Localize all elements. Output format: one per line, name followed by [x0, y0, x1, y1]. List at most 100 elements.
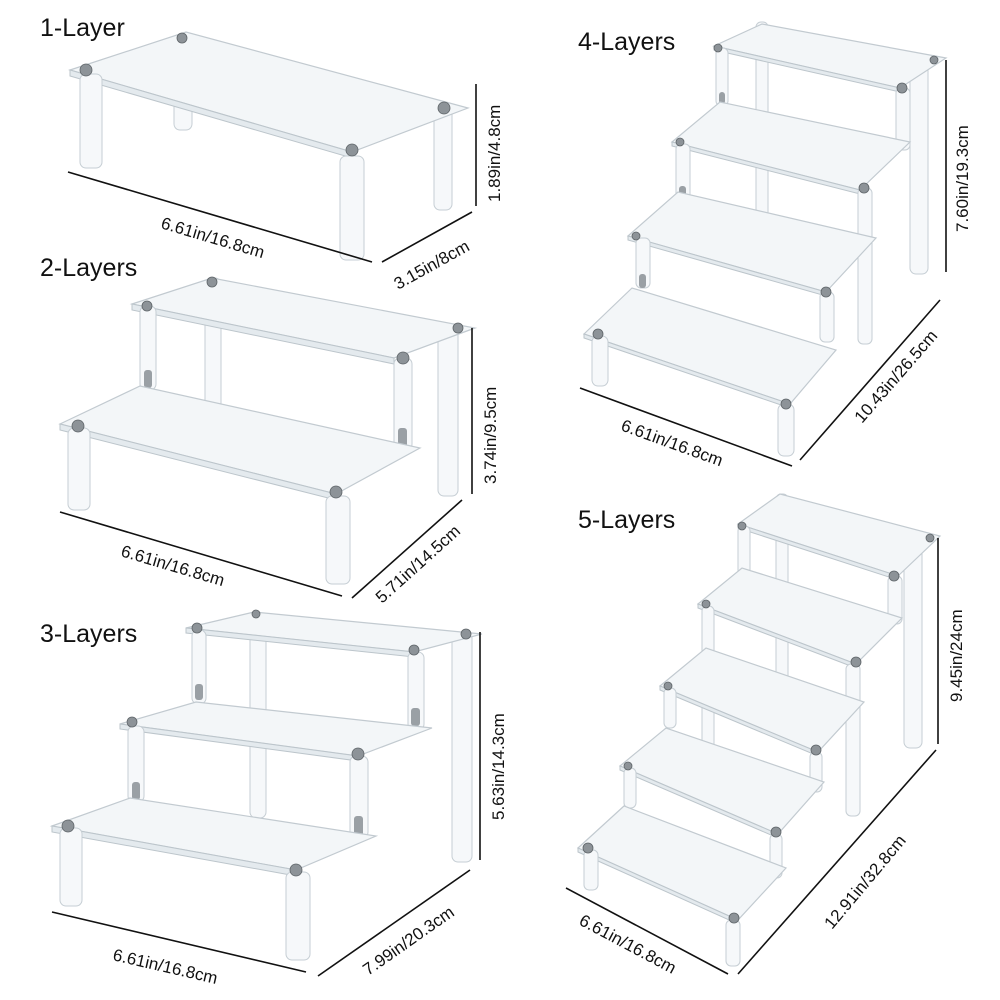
- screw-icon: [176, 32, 188, 44]
- screw-icon: [351, 747, 365, 761]
- screw-icon: [713, 43, 723, 53]
- screw-icon: [61, 819, 75, 833]
- screw-icon: [251, 609, 261, 619]
- sleeve: [411, 708, 420, 726]
- sleeve: [639, 274, 646, 288]
- screw-icon: [888, 570, 900, 582]
- screw-icon: [728, 912, 740, 924]
- screw-icon: [141, 300, 153, 312]
- screw-icon: [623, 761, 633, 771]
- dimension-line-width: [67, 171, 373, 263]
- stand-2-layers: [58, 276, 478, 585]
- dim-height-2-layers: 3.74in/9.5cm: [481, 387, 500, 484]
- panel-4-layers: 4-Layers: [578, 21, 972, 470]
- leg: [285, 871, 311, 961]
- leg: [777, 403, 795, 457]
- leg: [451, 631, 473, 863]
- screw-icon: [191, 622, 203, 634]
- leg: [437, 325, 459, 497]
- leg: [845, 663, 861, 817]
- screw-icon: [437, 101, 451, 115]
- dim-height-1-layer: 1.89in/4.8cm: [485, 105, 504, 202]
- leg: [339, 155, 365, 261]
- leg: [591, 335, 609, 387]
- dimension-line-width: [565, 887, 729, 975]
- dim-height-3-layers: 5.63in/14.3cm: [489, 713, 508, 820]
- dimension-line-width: [59, 511, 343, 597]
- screw-icon: [850, 656, 862, 668]
- screw-icon: [820, 286, 832, 298]
- dimension-line-depth: [799, 299, 941, 461]
- shelf-board: [626, 191, 878, 293]
- screw-icon: [79, 63, 93, 77]
- dim-height-4-layers: 7.60in/19.3cm: [953, 125, 972, 232]
- screw-icon: [810, 744, 822, 756]
- leg: [909, 61, 929, 275]
- leg: [663, 687, 677, 729]
- screw-icon: [780, 398, 792, 410]
- leg: [819, 291, 835, 343]
- screw-icon: [896, 82, 908, 94]
- leg: [433, 105, 453, 211]
- panel-1-layer: 1-Layer 6.61in/16.8cm 3.15in/8cm 1.89in/…: [40, 14, 504, 293]
- stand-1-layer: [67, 31, 470, 261]
- leg: [623, 767, 637, 809]
- leg: [725, 919, 741, 967]
- leg: [857, 187, 873, 345]
- screw-icon: [663, 681, 673, 691]
- screw-icon: [71, 419, 85, 433]
- panel-2-layers: 2-Layers 6.61in/16: [40, 254, 500, 607]
- screw-icon: [452, 322, 464, 334]
- sleeve: [195, 684, 203, 700]
- stand-4-layers: [582, 21, 948, 457]
- stand-5-layers: [576, 493, 942, 967]
- screw-icon: [675, 137, 685, 147]
- sleeve: [144, 370, 152, 388]
- dim-width-2-layers: 6.61in/16.8cm: [119, 542, 227, 591]
- sleeve: [132, 782, 140, 800]
- dim-depth-3-layers: 7.99in/20.3cm: [359, 902, 457, 979]
- title-5-layers: 5-Layers: [578, 506, 675, 534]
- dimension-line-depth: [317, 869, 471, 977]
- dimension-line-width: [579, 387, 793, 467]
- leg: [79, 73, 103, 169]
- panel-5-layers: 5-Layers: [565, 493, 966, 978]
- panel-3-layers: 3-Layers: [40, 609, 508, 988]
- dim-width-1-layer: 6.61in/16.8cm: [159, 214, 267, 263]
- title-2-layers: 2-Layers: [40, 254, 137, 282]
- screw-icon: [929, 55, 939, 65]
- screw-icon: [460, 628, 472, 640]
- title-3-layers: 3-Layers: [40, 620, 137, 648]
- stand-3-layers: [49, 609, 483, 961]
- leg: [325, 495, 351, 585]
- leg: [59, 827, 83, 907]
- leg: [67, 427, 91, 511]
- screw-icon: [408, 644, 420, 656]
- dim-width-3-layers: 6.61in/16.8cm: [111, 945, 219, 988]
- screw-icon: [701, 599, 711, 609]
- screw-icon: [770, 826, 782, 838]
- leg: [903, 539, 923, 749]
- screw-icon: [592, 328, 604, 340]
- screw-icon: [289, 863, 303, 877]
- dim-depth-1-layer: 3.15in/8cm: [391, 237, 473, 294]
- sleeve: [398, 428, 407, 448]
- dim-depth-5-layers: 12.91in/32.8cm: [821, 831, 910, 932]
- sleeve: [354, 816, 363, 836]
- screw-icon: [737, 521, 747, 531]
- title-1-layer: 1-Layer: [40, 14, 125, 42]
- dim-width-4-layers: 6.61in/16.8cm: [619, 416, 726, 470]
- screw-icon: [329, 485, 343, 499]
- screw-icon: [396, 351, 410, 365]
- dimension-line-width: [51, 911, 307, 973]
- dimension-line-depth: [351, 499, 463, 599]
- shelf-board: [582, 287, 838, 405]
- title-4-layers: 4-Layers: [578, 28, 675, 56]
- dimension-line-depth: [381, 211, 473, 263]
- screw-icon: [858, 182, 870, 194]
- screw-icon: [206, 276, 218, 288]
- screw-icon: [925, 533, 935, 543]
- sleeve: [719, 92, 725, 104]
- leg: [583, 849, 599, 891]
